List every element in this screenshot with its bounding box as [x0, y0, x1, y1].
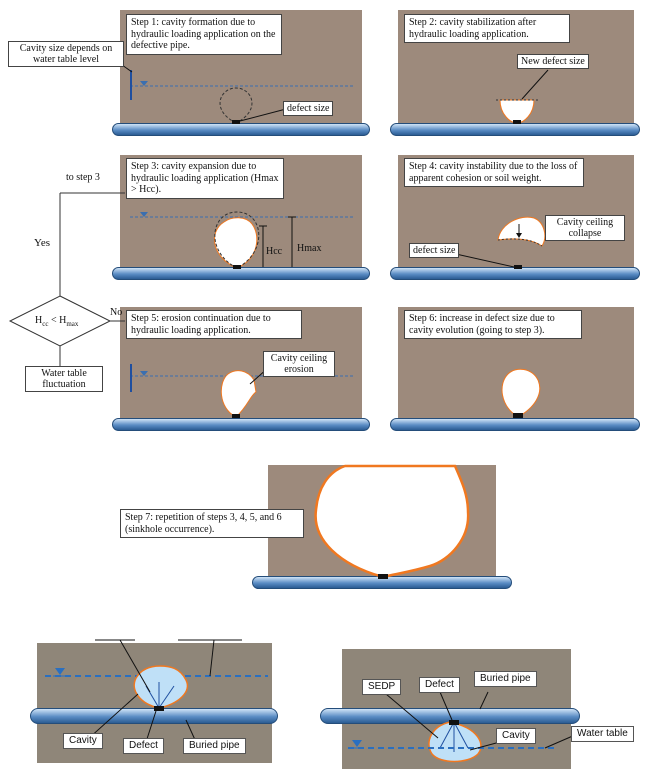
step1-pipe: [112, 123, 370, 136]
new-defect-size-label: New defect size: [517, 54, 589, 69]
decision-label: Hcc < Hmax: [35, 315, 79, 328]
hmax-label: Hmax: [297, 243, 322, 254]
step4-defect-size-label: defect size: [409, 243, 460, 258]
step1-defect-size-label: defect size: [283, 101, 334, 116]
bottom-right-defect-label: Defect: [419, 677, 460, 693]
bottom-left-cavity-label: Cavity: [63, 733, 103, 749]
step5-pipe: [112, 418, 370, 431]
bottom-left-buried-pipe-label: Buried pipe: [183, 738, 246, 754]
cavity-ceiling-erosion-label: Cavity ceiling erosion: [263, 351, 335, 377]
step6-pipe: [390, 418, 640, 431]
no-label: No: [110, 307, 123, 318]
yes-label: Yes: [34, 237, 51, 249]
step6-caption: Step 6: increase in defect size due to c…: [404, 310, 582, 339]
step1-caption: Step 1: cavity formation due to hydrauli…: [126, 14, 282, 55]
step5-caption: Step 5: erosion continuation due to hydr…: [126, 310, 302, 339]
cavity-size-depends-label: Cavity size depends on water table level: [8, 41, 124, 67]
water-table-fluctuation-label: Water table fluctuation: [25, 366, 103, 392]
step4-caption: Step 4: cavity instability due to the lo…: [404, 158, 584, 187]
bottom-right-cavity-label: Cavity: [496, 728, 536, 744]
cavity-ceiling-collapse-label: Cavity ceiling collapse: [545, 215, 625, 241]
step2-caption: Step 2: cavity stabilization after hydra…: [404, 14, 570, 43]
bottom-right-sedp-label: SEDP: [362, 679, 402, 695]
to-step3-label: to step 3: [66, 172, 100, 183]
hcc-label: Hcc: [266, 246, 283, 257]
step7-caption: Step 7: repetition of steps 3, 4, 5, and…: [120, 509, 304, 538]
bottom-right-buried-pipe-label: Buried pipe: [474, 671, 537, 687]
step3-caption: Step 3: cavity expansion due to hydrauli…: [126, 158, 284, 199]
bottom-right-water-table-label: Water table: [571, 726, 634, 742]
bottom-left-defect-label: Defect: [123, 738, 164, 754]
